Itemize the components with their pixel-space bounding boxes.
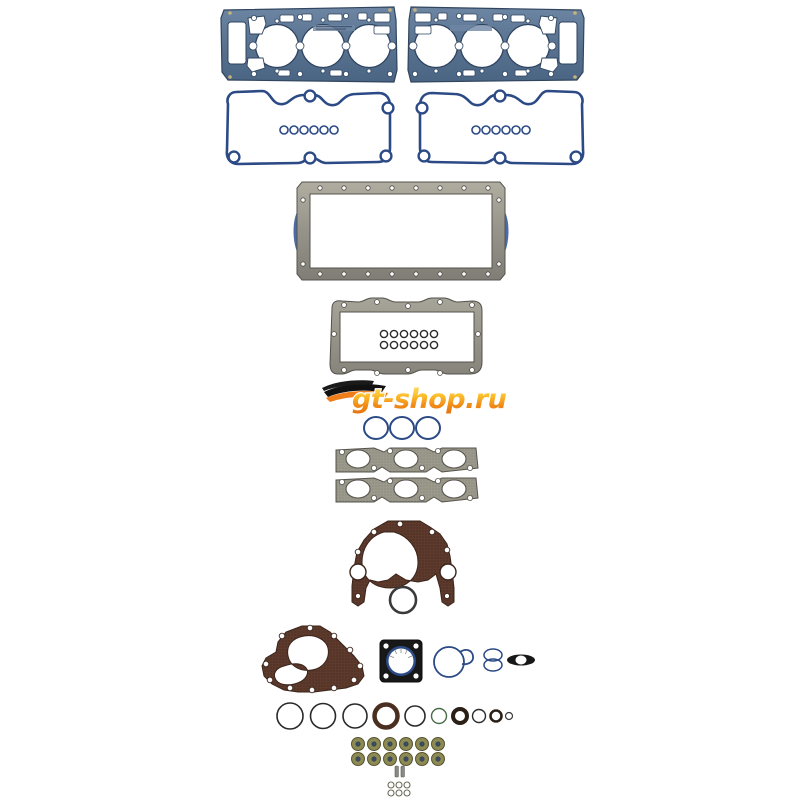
crank-seal-ring xyxy=(386,584,420,616)
o-ring-7 xyxy=(451,707,469,725)
valve-cover-inner-rings xyxy=(279,125,339,135)
head-gasket-left xyxy=(218,4,400,86)
throttle-body-gasket-body xyxy=(379,639,423,683)
valve-stem-seal-set xyxy=(350,736,452,766)
timing-cover-seal-bores xyxy=(349,563,457,581)
micro-seal-set xyxy=(386,780,414,798)
o-ring-row xyxy=(270,698,516,734)
double-lobe-seal xyxy=(480,646,506,674)
head-gasket-right-body xyxy=(407,6,585,83)
o-ring-2 xyxy=(309,702,337,730)
intake-seal-ring-set xyxy=(360,414,444,442)
dowel-pin-set xyxy=(390,765,410,779)
valve-cover-gasket-right xyxy=(412,86,592,176)
lower-intake-inner-rings xyxy=(379,329,439,350)
micro-o-rings xyxy=(387,781,411,797)
exhaust-manifold-gasket-set xyxy=(330,446,480,504)
o-ring-9 xyxy=(489,709,503,723)
o-ring-10 xyxy=(504,711,514,721)
dowel-pins xyxy=(394,765,405,778)
thermostat-gasket-body xyxy=(433,646,474,678)
o-ring-5 xyxy=(404,705,426,727)
thermostat-gasket xyxy=(430,638,478,682)
lower-intake-gasket xyxy=(322,292,490,382)
water-pump-gasket-body xyxy=(261,625,365,693)
valve-stem-seal-row-2 xyxy=(351,752,445,766)
lower-intake-bolt-holes xyxy=(331,299,481,376)
throttle-body-gasket xyxy=(378,638,424,684)
oil-pan-gasket-rubber xyxy=(293,210,509,254)
timing-cover-gasket xyxy=(344,518,464,616)
lower-intake-gasket-body xyxy=(329,297,483,375)
valve-cover-gasket-right-body xyxy=(415,89,585,166)
double-lobe-seal-body xyxy=(483,648,503,672)
valve-stem-seals xyxy=(351,737,445,766)
o-ring-1 xyxy=(276,702,304,730)
watermark-swoosh xyxy=(322,380,388,402)
exhaust-manifold-gasket-upper xyxy=(335,447,479,473)
o-ring-6 xyxy=(430,707,448,725)
valve-stem-seal-row-1 xyxy=(351,737,445,751)
head-gasket-right xyxy=(405,4,587,86)
o-ring-8 xyxy=(471,708,487,724)
small-oval-gasket-body xyxy=(507,654,535,666)
exhaust-manifold-gasket-lower xyxy=(335,477,479,503)
valve-cover-gasket-left xyxy=(218,86,398,176)
o-ring-assortment xyxy=(276,702,514,730)
valve-cover-grommets xyxy=(227,89,395,165)
oil-pan-gasket xyxy=(292,176,510,286)
o-ring-3 xyxy=(342,703,368,729)
watermark-text: gt-shop.ru xyxy=(352,384,507,415)
small-oval-gasket xyxy=(506,650,536,670)
oil-pan-bolt-holes xyxy=(300,185,502,277)
intake-seal-rings xyxy=(363,416,441,440)
water-pump-gasket xyxy=(258,622,374,698)
o-ring-4 xyxy=(372,702,400,730)
water-pump-bolt-holes xyxy=(262,624,364,694)
head-gasket-left-body xyxy=(220,6,398,83)
timing-cover-gasket-body xyxy=(351,520,455,607)
throttle-body-bolt-holes xyxy=(383,643,419,679)
timing-cover-bolt-holes xyxy=(354,520,451,600)
oil-pan-gasket-body xyxy=(296,181,506,281)
crank-seal-ring-body xyxy=(388,585,418,615)
